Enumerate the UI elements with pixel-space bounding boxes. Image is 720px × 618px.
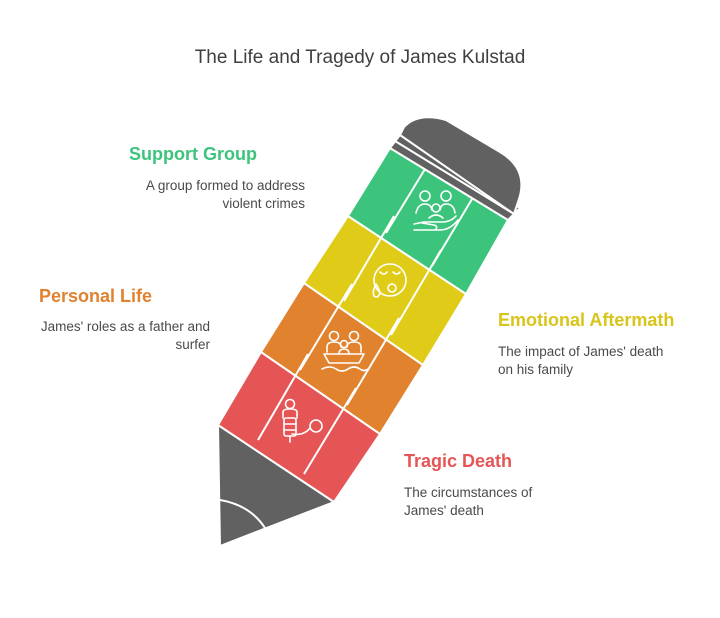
family-boat-icon bbox=[321, 330, 369, 372]
pencil-lead-line bbox=[219, 499, 266, 529]
tragic-death-heading: Tragic Death bbox=[404, 451, 513, 471]
personal-life-description: James' roles as a father and surfer bbox=[40, 319, 210, 352]
helping-hand-people-icon bbox=[413, 190, 459, 231]
prisoner-ball-chain-icon bbox=[282, 398, 323, 443]
emotional-aftermath-description: The impact of James' death on his family bbox=[498, 344, 664, 377]
support-group-heading: Support Group bbox=[129, 144, 257, 164]
emotional-aftermath-heading: Emotional Aftermath bbox=[498, 310, 675, 330]
tragic-death-description: The circumstances of James' death bbox=[404, 485, 533, 518]
page-title: The Life and Tragedy of James Kulstad bbox=[194, 47, 526, 68]
crying-face-icon bbox=[372, 263, 407, 298]
pencil-eraser bbox=[398, 116, 523, 216]
support-group-description: A group formed to address violent crimes bbox=[145, 178, 305, 211]
personal-life-heading: Personal Life bbox=[38, 286, 152, 306]
